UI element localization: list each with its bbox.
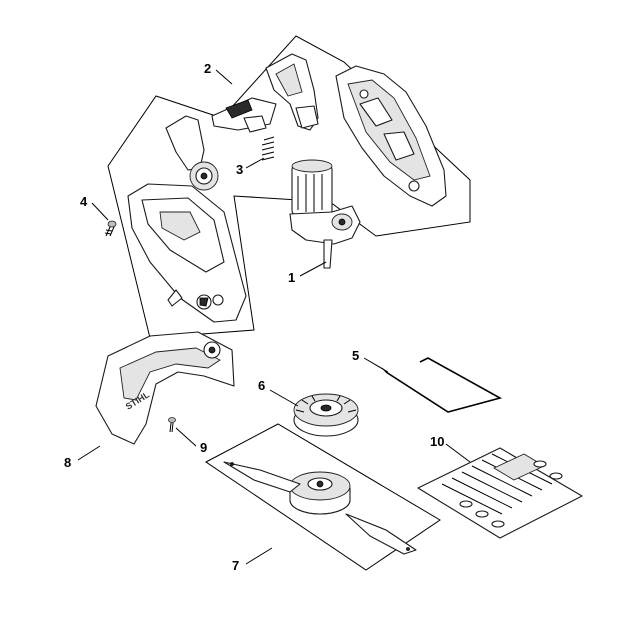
callout-7: 7	[232, 558, 239, 573]
slide-switch	[211, 97, 277, 133]
cog-trigger-lever	[165, 115, 219, 191]
cutting-head	[289, 471, 351, 515]
callout-10: 10	[430, 434, 444, 449]
motor	[289, 159, 361, 269]
housing-screw	[104, 220, 117, 237]
spring	[261, 136, 275, 161]
wire-bracket	[381, 357, 503, 413]
callout-3: 3	[236, 162, 243, 177]
callout-6: 6	[258, 378, 265, 393]
callout-5: 5	[352, 348, 359, 363]
blade-pack	[417, 447, 583, 539]
leader-lines	[77, 69, 471, 565]
blade-right	[345, 513, 417, 555]
callout-8: 8	[64, 455, 71, 470]
right-housing-shell	[335, 65, 447, 207]
deflector-guard: STIHL	[95, 331, 235, 445]
handle-clip	[265, 53, 319, 131]
group-7-outline	[205, 423, 441, 571]
callout-9: 9	[200, 440, 207, 455]
callout-2: 2	[204, 61, 211, 76]
callout-1: 1	[288, 270, 295, 285]
blade-left	[223, 461, 301, 493]
callout-4: 4	[80, 194, 88, 209]
spool-base	[293, 393, 359, 437]
guard-screw	[168, 417, 176, 433]
left-housing-shell	[127, 183, 247, 323]
